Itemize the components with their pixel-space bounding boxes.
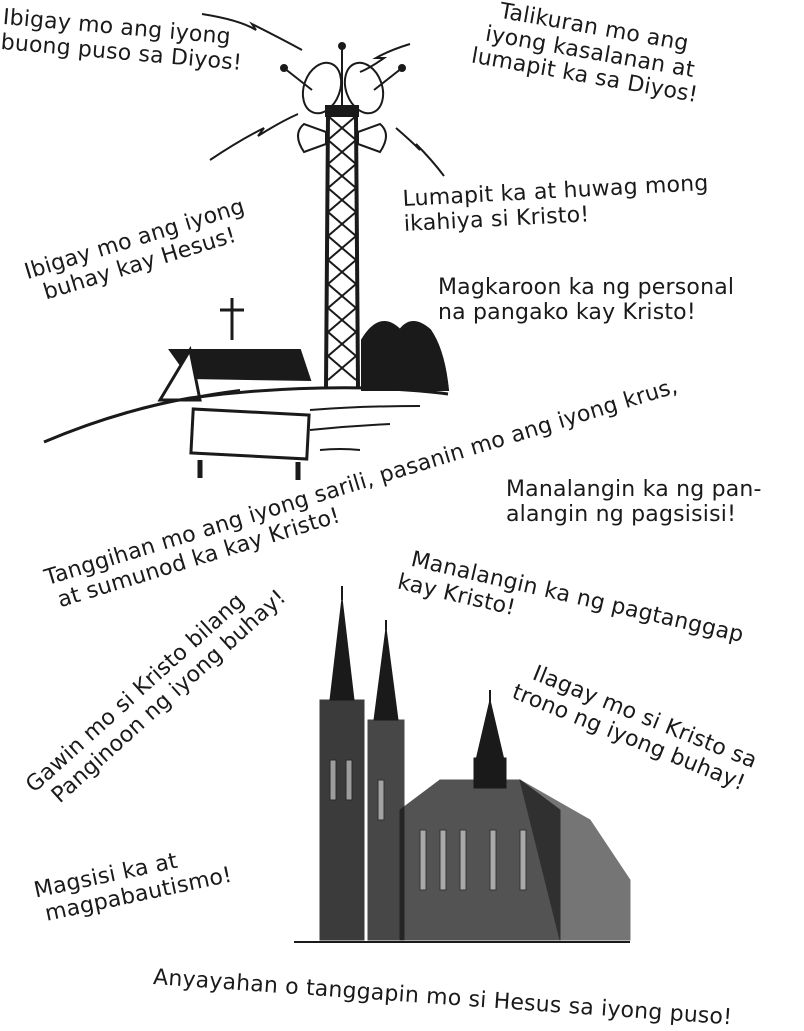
phrase-turn-from-sin: Talikuran mo ang iyong kasalanan at luma… bbox=[469, 0, 708, 109]
phrase-line: alangin ng pagsisisi! bbox=[506, 501, 737, 527]
cathedral-icon bbox=[294, 586, 631, 943]
phrase-line: na pangako kay Kristo! bbox=[438, 299, 696, 325]
phrase-prayer-of-repentance: Manalangin ka ng pan- alangin ng pagsisi… bbox=[506, 477, 762, 527]
phrase-invite-jesus: Anyayahan o tanggapin mo si Hesus sa iyo… bbox=[152, 965, 734, 1031]
radio-tower-icon bbox=[43, 13, 450, 480]
phrase-personal-commitment: Magkaroon ka ng personal na pangako kay … bbox=[438, 275, 735, 325]
phrase-line: Anyayahan o tanggapin mo si Hesus sa iyo… bbox=[152, 965, 734, 1031]
phrase-line: Magkaroon ka ng personal bbox=[438, 275, 735, 300]
phrase-line: Panginoon ng iyong buhay! bbox=[46, 584, 291, 809]
phrase-line: Manalangin ka ng pan- bbox=[506, 477, 762, 502]
phrase-repent-be-baptized: Magsisi ka at magpabautismo! bbox=[32, 839, 234, 928]
cathedral-illustration bbox=[290, 580, 650, 970]
radio-tower-illustration bbox=[40, 10, 460, 480]
